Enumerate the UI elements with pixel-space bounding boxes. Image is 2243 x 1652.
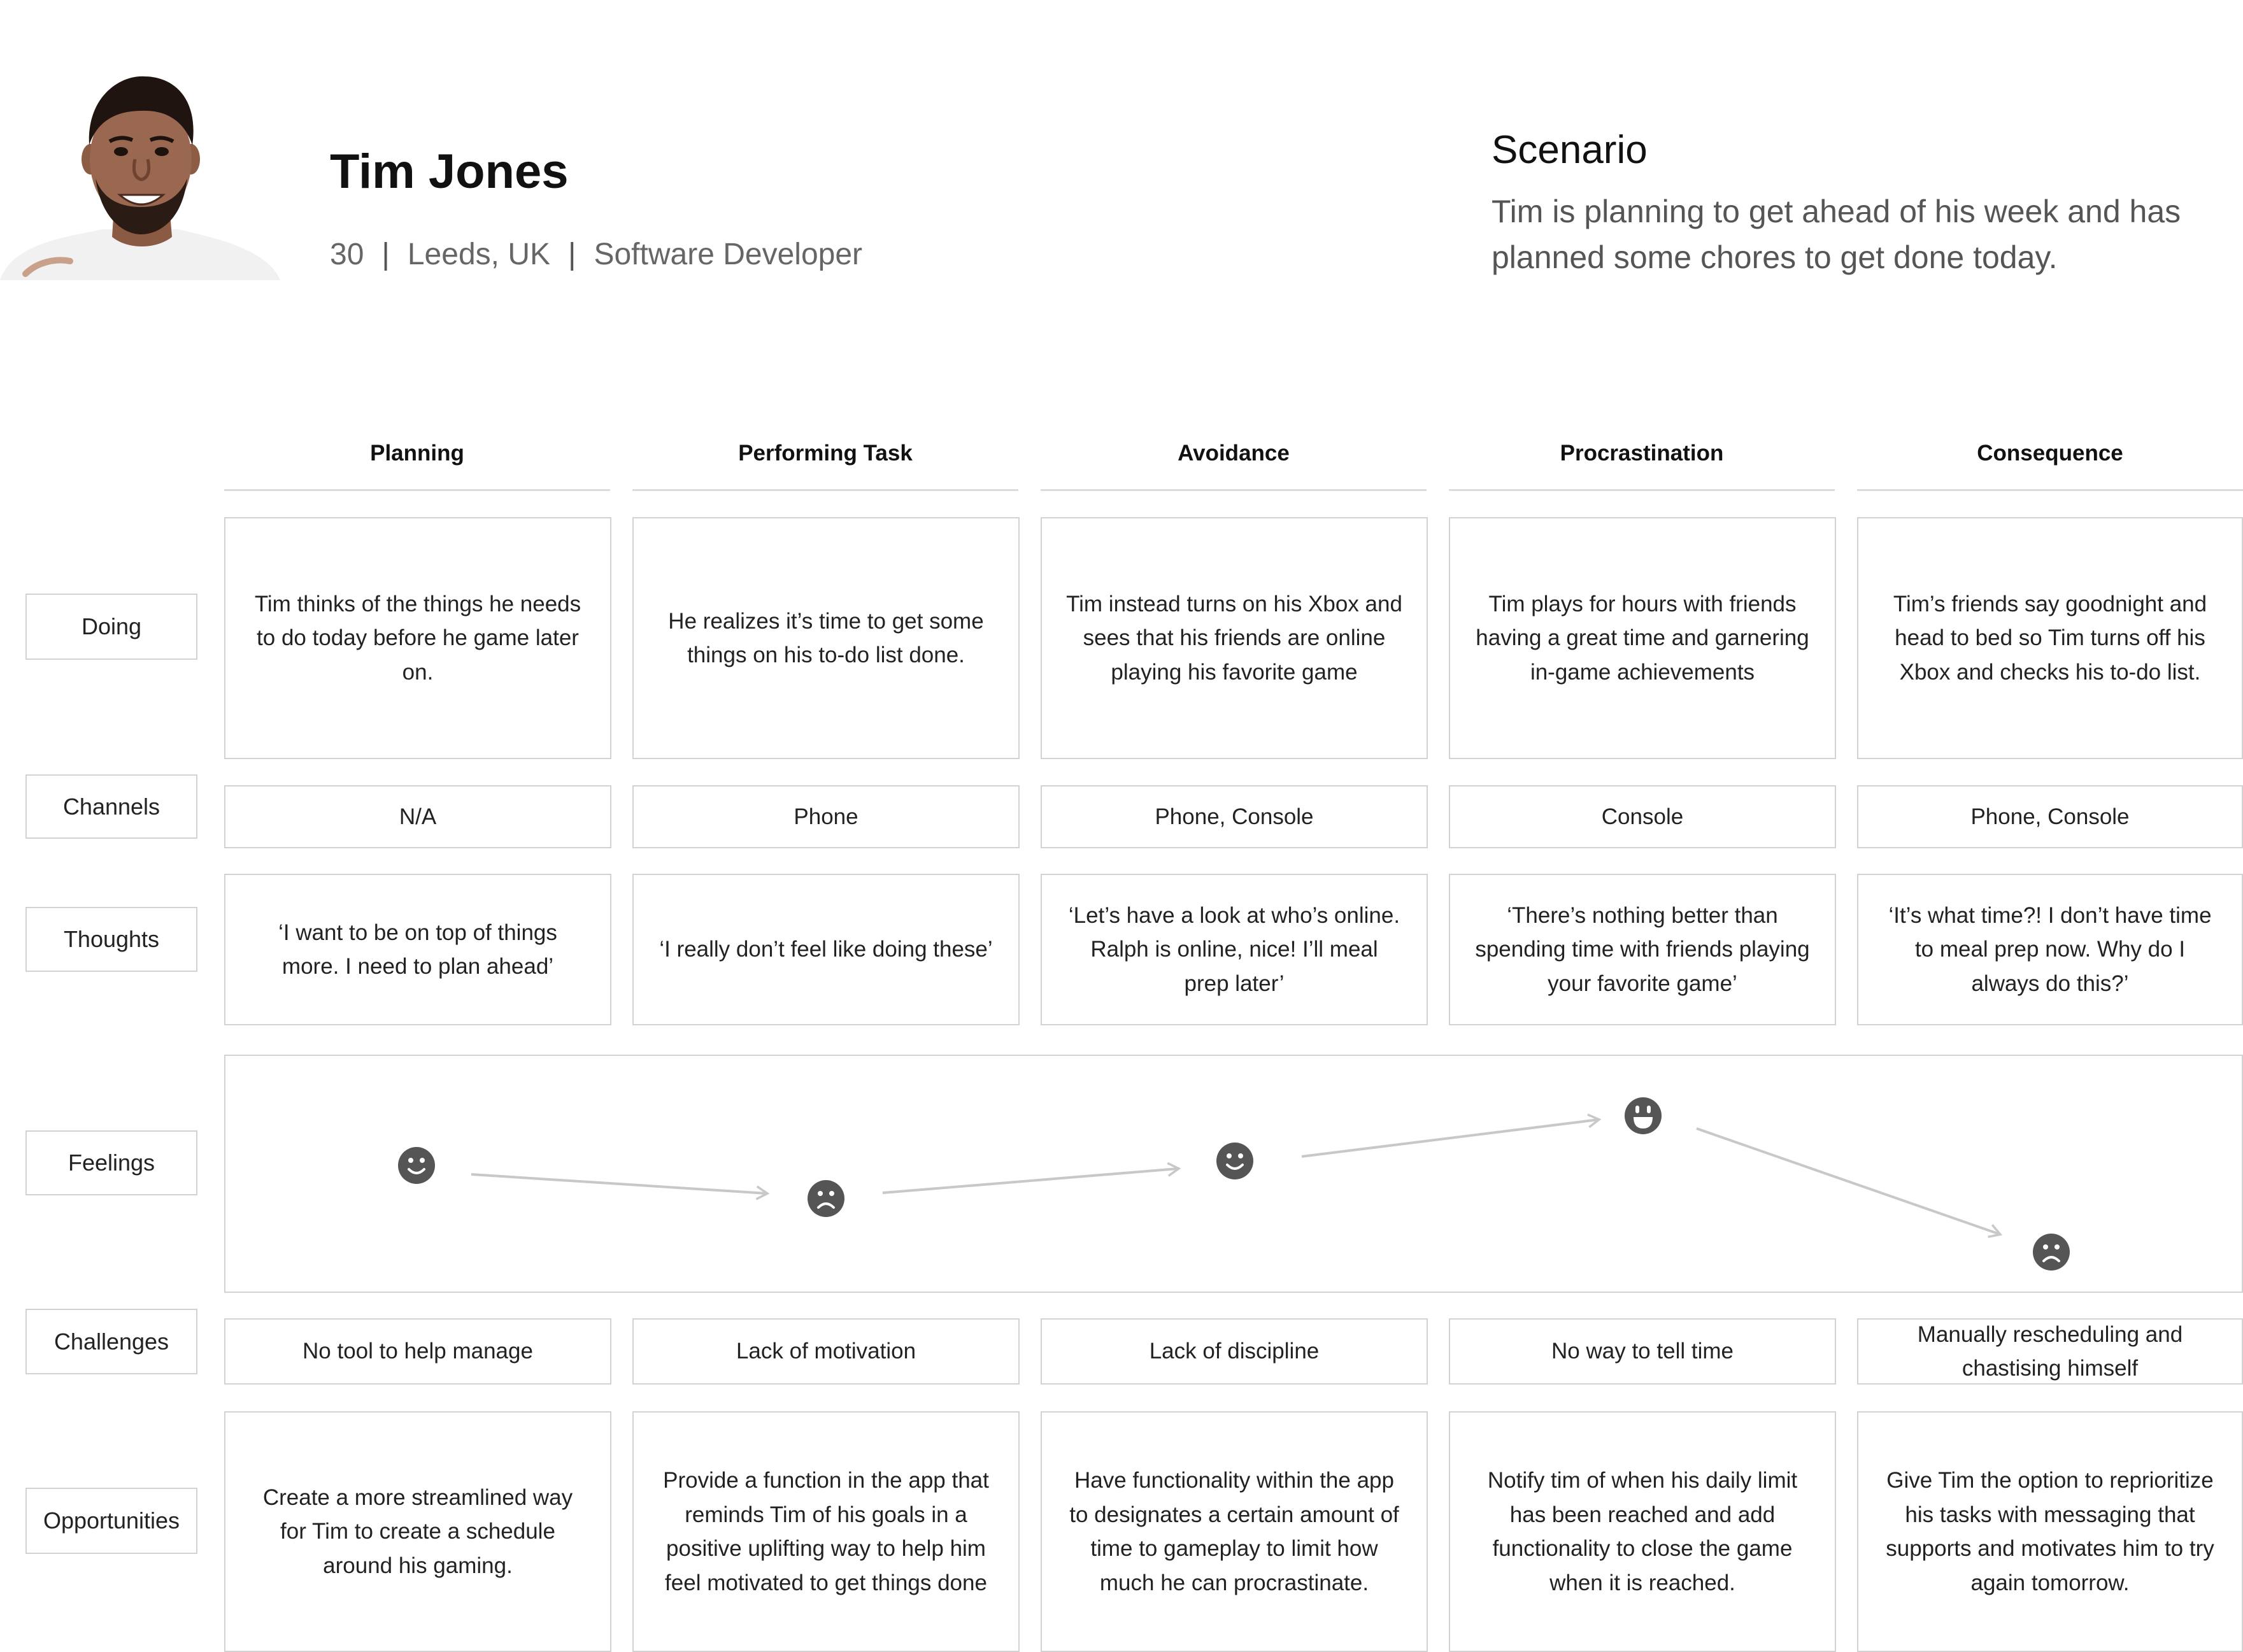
thoughts-cell: ‘I want to be on top of things more. I n… [224, 874, 611, 1025]
persona-photo [0, 76, 280, 280]
stage-divider [224, 489, 610, 491]
doing-cell: Tim instead turns on his Xbox and sees t… [1041, 517, 1428, 759]
channels-cell: Phone [632, 785, 1020, 848]
doing-cell: Tim’s friends say goodnight and head to … [1857, 517, 2243, 759]
row-label-challenges: Challenges [25, 1309, 197, 1374]
persona-avatar [0, 70, 280, 280]
thoughts-cell: ‘Let’s have a look at who’s online. Ralp… [1041, 874, 1428, 1025]
challenges-cell: No way to tell time [1449, 1318, 1836, 1385]
channels-cell: Console [1449, 785, 1836, 848]
smiling-face-icon [1216, 1143, 1253, 1179]
stage-divider [1449, 489, 1835, 491]
opportunities-cell: Provide a function in the app that remin… [632, 1411, 1020, 1652]
scenario-text: Tim is planning to get ahead of his week… [1492, 194, 2181, 275]
row-label-thoughts: Thoughts [25, 907, 197, 972]
thoughts-cell: ‘It’s what time?! I don’t have time to m… [1857, 874, 2243, 1025]
persona-details: 30 | Leeds, UK | Software Developer [330, 237, 862, 272]
opportunities-cell: Give Tim the option to reprioritize his … [1857, 1411, 2243, 1652]
channels-cell: Phone, Console [1857, 785, 2243, 848]
grinning-face-icon [1625, 1097, 1662, 1134]
feelings-panel [224, 1055, 2243, 1293]
thoughts-cell: ‘I really don’t feel like doing these’ [632, 874, 1020, 1025]
opportunities-cell: Notify tim of when his daily limit has b… [1449, 1411, 1836, 1652]
challenges-cell: Lack of discipline [1041, 1318, 1428, 1385]
row-label-doing: Doing [25, 594, 197, 660]
row-label-channels: Channels [25, 774, 197, 839]
challenges-cell: No tool to help manage [224, 1318, 611, 1385]
stage-divider [1857, 489, 2243, 491]
opportunities-cell: Have functionality within the app to des… [1041, 1411, 1428, 1652]
sad-face-icon [808, 1180, 844, 1217]
stage-divider [1041, 489, 1427, 491]
doing-cell: Tim plays for hours with friends having … [1449, 517, 1836, 759]
smiling-face-icon [398, 1147, 435, 1184]
channels-cell: N/A [224, 785, 611, 848]
stage-header-planning: Planning [370, 441, 464, 466]
separator: | [568, 238, 576, 271]
feelings-journey [398, 1097, 2070, 1271]
doing-cell: Tim thinks of the things he needs to do … [224, 517, 611, 759]
opportunities-cell: Create a more streamlined way for Tim to… [224, 1411, 611, 1652]
challenges-cell: Lack of motivation [632, 1318, 1020, 1385]
stage-header-avoidance: Avoidance [1178, 441, 1290, 466]
scenario-title: Scenario [1492, 128, 1648, 172]
separator: | [381, 238, 390, 271]
challenges-cell: Manually rescheduling and chastising him… [1857, 1318, 2243, 1385]
persona-location: Leeds, UK [407, 238, 550, 271]
feeling-arrow [1301, 1113, 1602, 1158]
feeling-arrow [882, 1162, 1181, 1194]
stage-divider [632, 489, 1018, 491]
persona-occupation: Software Developer [594, 238, 863, 271]
stage-header-consequence: Consequence [1977, 441, 2123, 466]
persona-name: Tim Jones [330, 145, 569, 199]
stage-header-performing-task: Performing Task [738, 441, 913, 466]
feeling-arrow [471, 1173, 770, 1200]
doing-cell: He realizes it’s time to get some things… [632, 517, 1020, 759]
feeling-arrow [1696, 1127, 2003, 1238]
thoughts-cell: ‘There’s nothing better than spending ti… [1449, 874, 1836, 1025]
sad-face-icon [2033, 1234, 2070, 1271]
persona-age: 30 [330, 238, 364, 271]
channels-cell: Phone, Console [1041, 785, 1428, 848]
stage-header-procrastination: Procrastination [1560, 441, 1724, 466]
row-label-opportunities: Opportunities [25, 1488, 197, 1554]
row-label-feelings: Feelings [25, 1130, 197, 1195]
